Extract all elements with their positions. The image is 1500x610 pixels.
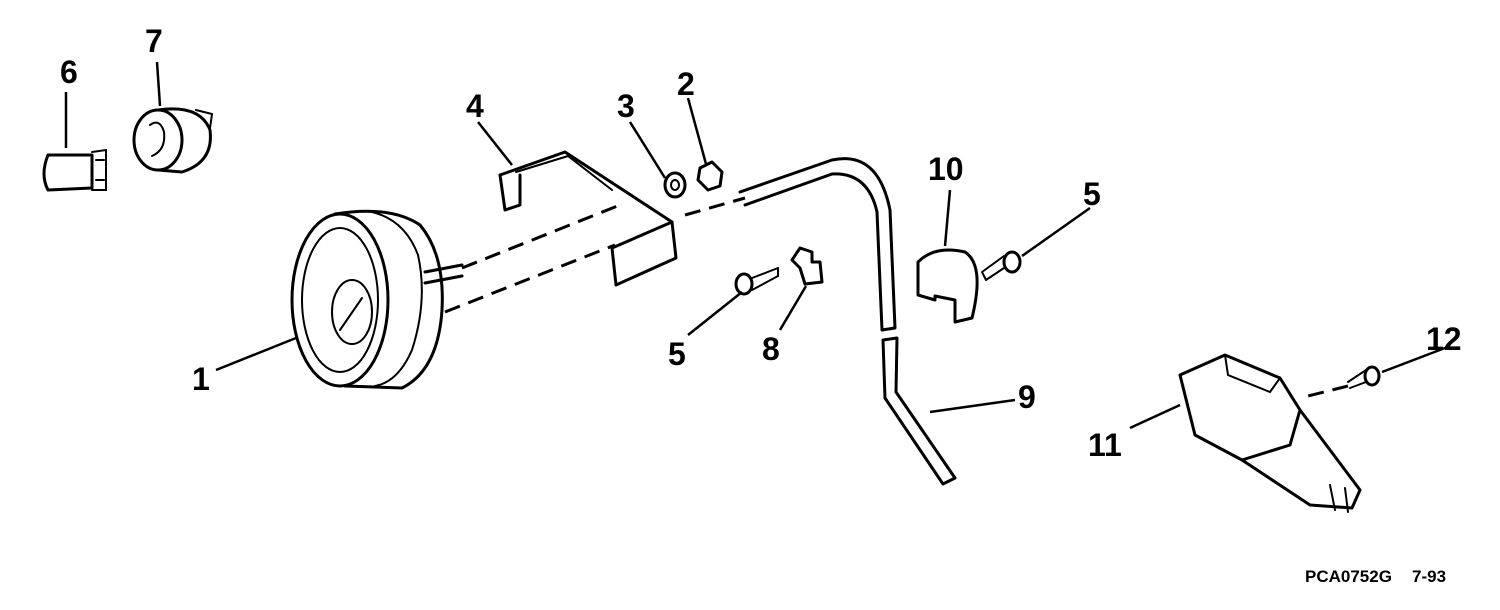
- callout-3: 3: [617, 88, 635, 124]
- callout-4: 4: [466, 88, 484, 124]
- nut-part: [696, 160, 724, 192]
- callout-8: 8: [762, 331, 780, 367]
- screw-part-left: [734, 267, 779, 296]
- switch-part: [1178, 353, 1362, 513]
- callout-10: 10: [928, 151, 964, 187]
- leader-lines: [64, 61, 1446, 430]
- screw-part-right: [981, 250, 1022, 281]
- bulb-part: [42, 148, 107, 192]
- tube-part: [738, 157, 957, 486]
- callout-9: 9: [1018, 379, 1036, 415]
- assembly-lines: [444, 196, 746, 314]
- callout-5-left: 5: [668, 336, 686, 372]
- washer-part: [663, 171, 687, 199]
- figure-code: PCA0752G: [1305, 567, 1392, 586]
- callout-11: 11: [1088, 427, 1122, 463]
- gauge-part: [290, 209, 464, 390]
- figure-date: 7-93: [1412, 567, 1446, 586]
- callout-2: 2: [677, 66, 695, 102]
- socket-part: [132, 107, 214, 174]
- callout-1: 1: [192, 361, 210, 397]
- callout-12: 12: [1426, 321, 1462, 357]
- clamp-plate-part: [916, 248, 979, 324]
- bracket-part: [498, 150, 678, 287]
- callout-6: 6: [60, 54, 78, 90]
- clip-part: [790, 246, 824, 286]
- callout-7: 7: [145, 23, 163, 59]
- callout-5-right: 5: [1083, 176, 1101, 212]
- screw-part-small: [1299, 365, 1381, 400]
